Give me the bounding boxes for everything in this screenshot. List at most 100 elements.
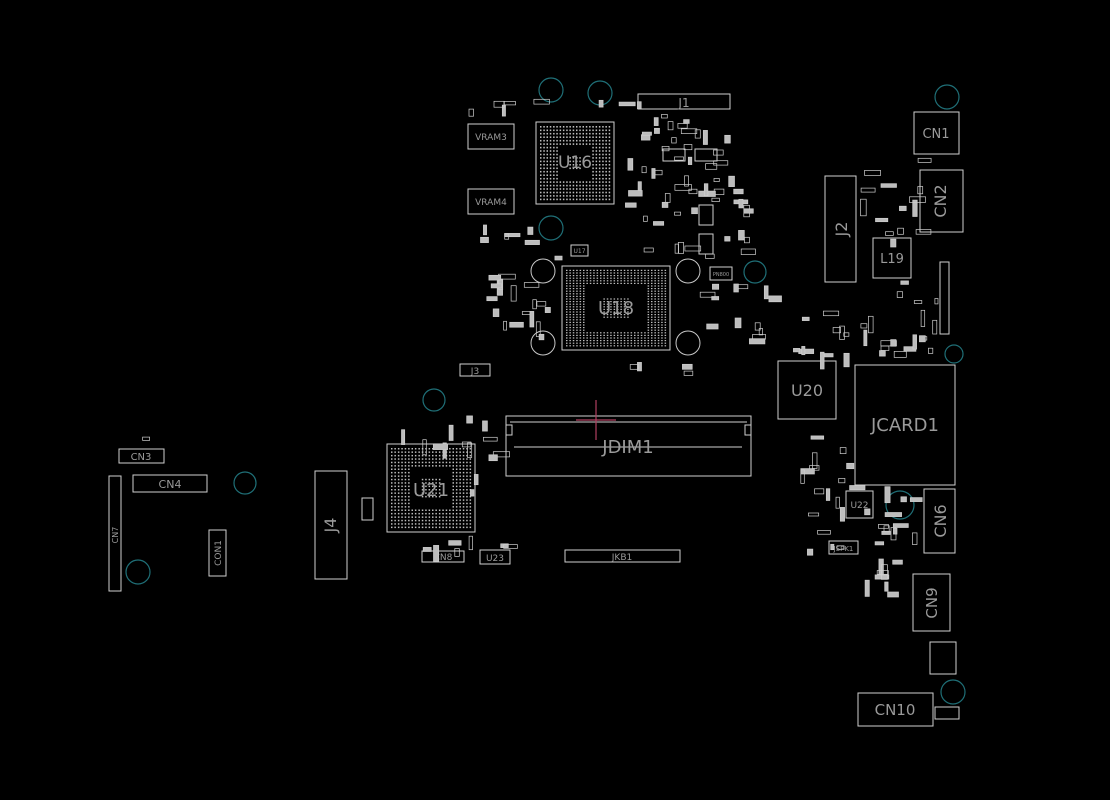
component-cn8[interactable] xyxy=(421,550,465,563)
bga-ball xyxy=(661,327,663,329)
bga-ball xyxy=(598,195,601,197)
bga-ball xyxy=(428,523,431,525)
bga-ball xyxy=(432,509,434,511)
component-cn1[interactable] xyxy=(913,111,960,155)
component-u16[interactable] xyxy=(535,121,615,205)
bga-ball xyxy=(582,191,584,194)
bga-ball xyxy=(546,153,548,156)
component-cn3[interactable] xyxy=(118,448,165,464)
component-j3[interactable] xyxy=(459,363,491,377)
bga-ball xyxy=(543,191,545,194)
bga-ball xyxy=(598,153,601,156)
bga-ball xyxy=(549,139,552,142)
bga-ball xyxy=(397,523,400,525)
bga-ball xyxy=(602,191,604,194)
bga-ball xyxy=(603,269,605,271)
bga-ball xyxy=(579,306,582,308)
component-u22[interactable] xyxy=(845,490,874,519)
component-pn800[interactable] xyxy=(709,266,733,281)
smd-part xyxy=(863,329,868,347)
component-cn7[interactable] xyxy=(108,475,122,592)
bga-ball xyxy=(459,523,461,525)
component-jdim1[interactable] xyxy=(505,415,752,477)
smd-part xyxy=(510,285,517,302)
bga-ball xyxy=(404,475,407,477)
bga-ball xyxy=(435,509,437,511)
bga-ball xyxy=(589,143,591,145)
component-u17[interactable] xyxy=(570,244,589,257)
component-vram4[interactable] xyxy=(467,188,515,215)
bga-ball xyxy=(452,499,454,501)
bga-ball xyxy=(428,526,431,529)
bga-ball xyxy=(606,340,609,342)
bga-ball xyxy=(606,345,609,347)
label-cn3: CN3 xyxy=(131,452,152,463)
bga-ball xyxy=(401,489,403,491)
component-l19[interactable] xyxy=(872,237,912,279)
bga-ball xyxy=(438,509,441,511)
bga-ball xyxy=(620,342,622,344)
bga-ball xyxy=(651,288,653,290)
bga-ball xyxy=(579,164,581,166)
bga-ball xyxy=(569,316,571,318)
bga-ball xyxy=(602,129,604,132)
bga-ball xyxy=(585,139,588,142)
label-u18: U18 xyxy=(598,298,634,319)
bga-ball xyxy=(549,181,552,183)
label-jspk1: JSPK1 xyxy=(833,545,854,553)
smd-part xyxy=(533,98,550,105)
smd-part xyxy=(749,338,766,345)
bga-ball xyxy=(556,184,558,187)
bga-ball xyxy=(435,458,437,460)
component-u20[interactable] xyxy=(777,360,837,420)
bga-ball xyxy=(654,285,656,287)
bga-ball xyxy=(397,475,400,477)
bga-ball xyxy=(582,184,584,187)
bga-ball xyxy=(559,126,562,128)
bga-ball xyxy=(549,198,552,201)
bga-ball xyxy=(579,298,582,300)
bga-ball xyxy=(576,342,578,344)
component-cn2[interactable] xyxy=(919,169,964,233)
bga-ball xyxy=(449,458,451,460)
component-u23[interactable] xyxy=(479,549,511,565)
bga-ball xyxy=(576,319,578,321)
bga-ball xyxy=(576,132,578,135)
bga-ball xyxy=(562,129,565,132)
component-cn4[interactable] xyxy=(132,474,208,493)
component-jspk1[interactable] xyxy=(828,540,859,555)
bga-ball xyxy=(600,277,602,279)
bga-ball xyxy=(583,290,585,292)
bga-ball xyxy=(583,293,585,295)
component-cn6[interactable] xyxy=(923,488,956,554)
bga-ball xyxy=(442,509,444,511)
smd-part xyxy=(488,274,502,281)
smd-part xyxy=(653,221,665,226)
bga-ball xyxy=(414,519,417,522)
bga-ball xyxy=(455,495,458,498)
bga-ball xyxy=(462,471,465,474)
smd-part xyxy=(661,201,669,208)
component-u21[interactable] xyxy=(386,443,476,533)
component-cn10[interactable] xyxy=(857,692,934,727)
component-u18[interactable] xyxy=(561,265,671,351)
bga-ball xyxy=(397,485,400,488)
label-cn2: CN2 xyxy=(931,184,950,217)
bga-ball xyxy=(449,519,451,522)
component-vram3[interactable] xyxy=(467,123,515,150)
bga-ball xyxy=(425,492,427,494)
bga-ball xyxy=(623,301,626,303)
bga-ball xyxy=(414,512,417,515)
component-j2[interactable] xyxy=(824,175,857,283)
component-con1[interactable] xyxy=(208,529,227,577)
bga-ball xyxy=(608,146,611,149)
bga-ball xyxy=(572,188,575,190)
bga-ball xyxy=(572,319,575,321)
component-jcard1[interactable] xyxy=(854,364,956,486)
bga-ball xyxy=(664,340,667,342)
component-jkb1[interactable] xyxy=(564,549,681,563)
bga-ball xyxy=(572,136,575,138)
component-j4[interactable] xyxy=(314,470,348,580)
bga-ball xyxy=(394,502,396,505)
component-cn9[interactable] xyxy=(912,573,951,632)
